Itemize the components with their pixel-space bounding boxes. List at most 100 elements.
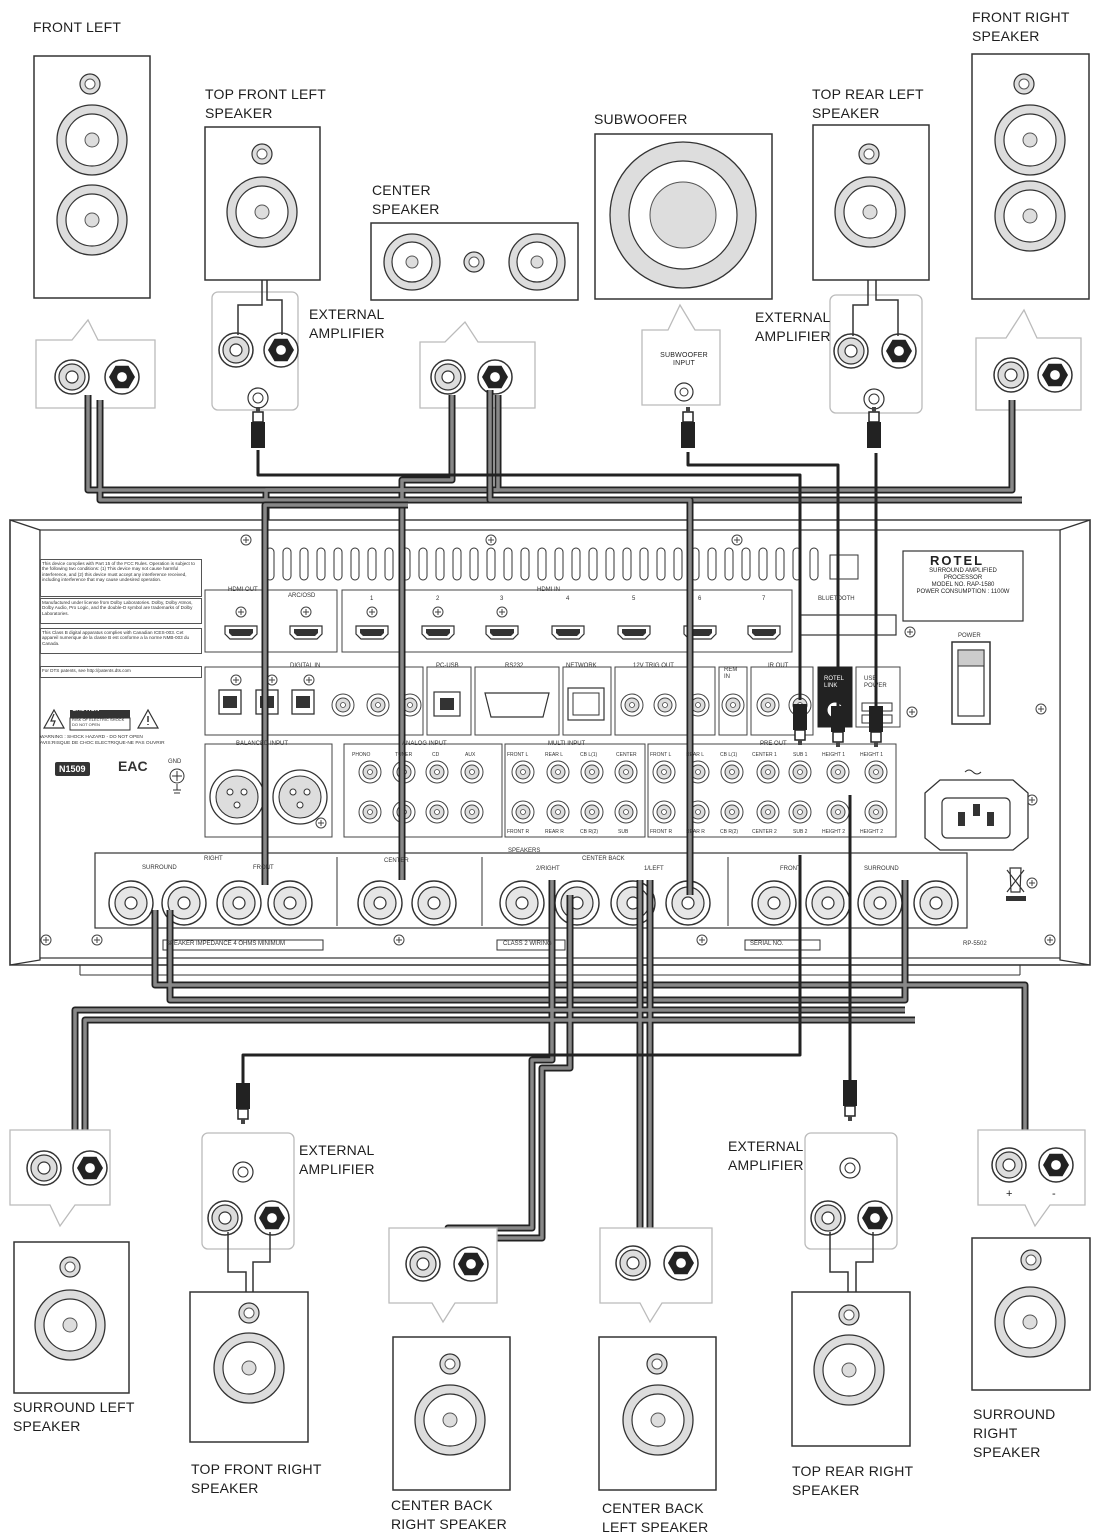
hdmi-ports <box>204 589 793 653</box>
hdmi-input-number: 1 <box>370 596 374 602</box>
ir-out-label: IR OUT <box>768 663 789 669</box>
warning-triangles <box>42 708 160 731</box>
impedance-label: SPEAKER IMPEDANCE 4 OHMS MINIMUM <box>166 941 286 947</box>
front-right-speaker <box>971 53 1090 300</box>
right-label: RIGHT <box>204 856 223 862</box>
rca-label: REAR L <box>686 752 705 758</box>
speakers-label: SPEAKERS <box>508 848 541 854</box>
dts-notice: For DTS patents, see http://patents.dts.… <box>40 666 202 678</box>
surround-r-label: SURROUND <box>864 866 899 872</box>
surround-right-label: SURROUND RIGHT SPEAKER <box>973 1406 1056 1460</box>
ac-inlet <box>924 769 1029 851</box>
rca-jack <box>460 760 484 784</box>
gnd-label: GND <box>168 759 182 765</box>
rca-jack <box>614 800 638 824</box>
rca-label: CENTER <box>616 752 637 758</box>
rca-label: CD <box>432 752 440 758</box>
external-amp-label-1: EXTERNAL AMPLIFIER <box>309 306 385 341</box>
rca-label: HEIGHT 2 <box>860 829 883 835</box>
top-front-left-speaker <box>204 126 321 281</box>
center-back-left-terminal-panel <box>599 1227 713 1324</box>
class2-label: CLASS 2 WIRING <box>503 941 552 947</box>
vent-slot <box>384 547 394 581</box>
vent-slot <box>282 547 292 581</box>
subwoofer-input-label: SUBWOOFER INPUT <box>660 352 708 367</box>
rca-jack <box>358 760 382 784</box>
rca-jack <box>864 800 888 824</box>
rca-label: CB L(1) <box>580 752 598 758</box>
rca-jack <box>788 800 812 824</box>
subwoofer-input-panel <box>641 303 721 406</box>
rca-label: CENTER 2 <box>752 829 777 835</box>
vent-slot <box>639 547 649 581</box>
arc-label: ARC/OSD <box>288 593 316 599</box>
center-speaker <box>370 222 579 301</box>
rca-label: FRONT R <box>507 829 530 835</box>
rca-jack <box>546 800 570 824</box>
usb-power-label: USB POWER <box>864 676 887 689</box>
center-back-right-label: CENTER BACK RIGHT SPEAKER <box>391 1497 507 1532</box>
vent-slot <box>333 547 343 581</box>
top-front-left-label: TOP FRONT LEFT SPEAKER <box>205 86 327 121</box>
rca-label: SUB 1 <box>793 752 808 758</box>
power-label: POWER <box>958 633 981 639</box>
rca-label: CB L(1) <box>720 752 738 758</box>
cert-badge: N1509 <box>55 762 90 776</box>
top-rear-right-speaker <box>791 1291 911 1447</box>
vent-slot <box>299 547 309 581</box>
hdmi-screw <box>496 606 508 618</box>
rca-jack <box>756 800 780 824</box>
rotel-link-label: ROTEL LINK <box>824 676 845 689</box>
multi-input-label: MULTI INPUT <box>548 741 586 747</box>
front-left-label: FRONT LEFT <box>33 19 122 35</box>
external-amp-label-3: EXTERNAL AMPLIFIER <box>299 1142 375 1177</box>
rca-label: AUX <box>465 752 476 758</box>
vent-slot <box>622 547 632 581</box>
rca-jack <box>511 800 535 824</box>
rca-label: SUB 2 <box>793 829 808 835</box>
rca-label: FRONT L <box>650 752 672 758</box>
rca-jack <box>425 760 449 784</box>
rca-label: SUB <box>618 829 629 835</box>
rca-label: PHONO <box>352 752 371 758</box>
rca-label: CB R(2) <box>720 829 739 835</box>
rca-jack <box>425 800 449 824</box>
surround-right-terminal-panel <box>977 1129 1086 1228</box>
top-front-left-amp-panel <box>211 280 299 411</box>
power-switch <box>951 641 991 725</box>
rca-label: FRONT R <box>650 829 673 835</box>
vent-slot <box>605 547 615 581</box>
surround-left-terminal-panel <box>9 1129 111 1228</box>
speaker-terminal-strip <box>94 852 968 951</box>
hdmi-input-number: 5 <box>632 596 636 602</box>
center-back-left-label: CENTER BACK LEFT SPEAKER <box>602 1500 709 1535</box>
polarity-minus: - <box>1052 1188 1056 1200</box>
rca-label: FRONT L <box>507 752 529 758</box>
front-left-terminal-panel <box>35 318 156 409</box>
pc-usb-label: PC-USB <box>436 663 459 669</box>
center-back-right-speaker <box>392 1336 511 1491</box>
top-rear-right-amp-panel <box>804 1132 898 1292</box>
bluetooth-label: BLUETOOTH <box>818 596 855 602</box>
vent-slot <box>537 547 547 581</box>
rca-jack <box>720 800 744 824</box>
analog-input-label: ANALOG INPUT <box>402 741 447 747</box>
rca-label: CB R(2) <box>580 829 599 835</box>
external-amp-label-2: EXTERNAL AMPLIFIER <box>755 309 831 344</box>
hdmi-in-label: HDMI IN <box>537 587 560 593</box>
hdmi-input-number: 6 <box>698 596 702 602</box>
surround-left-speaker <box>13 1241 130 1394</box>
recycle-icon <box>1006 867 1026 901</box>
subwoofer-label: SUBWOOFER <box>594 111 688 127</box>
model-info: SURROUND AMPLIFIED PROCESSOR MODEL NO. R… <box>916 568 1010 595</box>
network-label: NETWORK <box>566 663 597 669</box>
vent-slot <box>673 547 683 581</box>
rca-jack <box>652 800 676 824</box>
rca-jack <box>511 760 535 784</box>
hdmi-out-label: HDMI OUT <box>228 587 258 593</box>
canada-notice: This Class B digital apparatus complies … <box>40 628 202 654</box>
top-front-right-speaker <box>189 1291 309 1443</box>
hdmi-input-number: 3 <box>500 596 504 602</box>
